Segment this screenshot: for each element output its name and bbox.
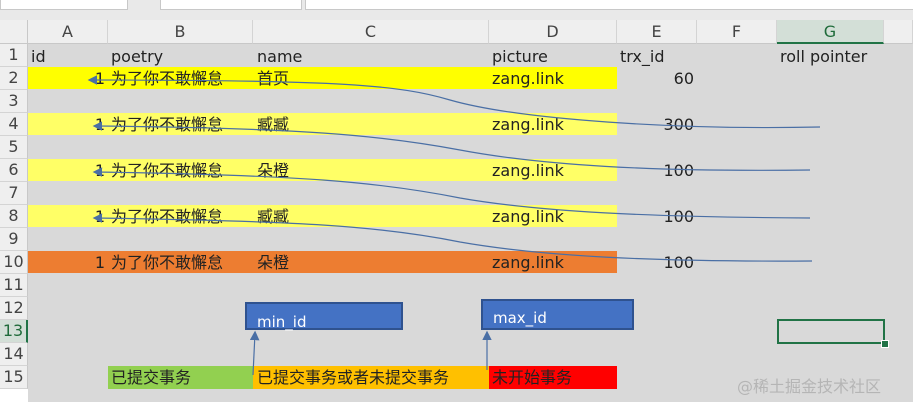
gridline (777, 44, 778, 402)
fill-handle[interactable] (881, 340, 889, 348)
cell-name[interactable]: 朵橙 (257, 161, 290, 180)
legend-committed: 已提交事务 (111, 368, 192, 387)
header-roll-pointer[interactable]: roll pointer (780, 47, 868, 66)
cell-name[interactable]: 臧臧 (257, 207, 290, 226)
cell-trx-id[interactable]: 60 (673, 69, 694, 88)
cell-name[interactable]: 首页 (257, 69, 290, 88)
roll-pointer-arrow-row6 (92, 121, 811, 171)
gridline (884, 44, 885, 402)
cell-picture[interactable]: zang.link (492, 161, 564, 180)
cell-poetry[interactable]: 为了你不敢懈怠 (111, 115, 224, 134)
header-id[interactable]: id (31, 47, 46, 66)
row-fill-8 (28, 205, 617, 227)
gridline (697, 44, 698, 402)
row-header-5[interactable]: 5 (0, 136, 28, 159)
row-fill-10 (28, 251, 617, 273)
cell-trx-id[interactable]: 100 (663, 207, 694, 226)
cell-name[interactable]: 臧臧 (257, 115, 290, 134)
roll-pointer-arrow-row10 (92, 213, 813, 262)
roll-pointer-arrow-row4 (87, 75, 821, 129)
column-header-e[interactable]: E (617, 20, 697, 44)
legend-fill-mixed (253, 366, 489, 389)
row-header-10[interactable]: 10 (0, 251, 28, 274)
cell-picture[interactable]: zang.link (492, 115, 564, 134)
row-header-15[interactable]: 15 (0, 366, 28, 389)
header-name[interactable]: name (257, 47, 303, 66)
row-header-11[interactable]: 11 (0, 274, 28, 297)
row-fill-4 (28, 113, 617, 135)
min-id-box: min_id (245, 302, 403, 331)
row-header-6[interactable]: 6 (0, 159, 28, 182)
cell-name[interactable]: 朵橙 (257, 253, 290, 272)
toolbar-tab-2[interactable] (160, 0, 302, 10)
row-header-2[interactable]: 2 (0, 67, 28, 90)
column-header-d[interactable]: D (489, 20, 617, 44)
min-id-arrow (249, 330, 260, 376)
column-header-g[interactable]: G (777, 20, 884, 44)
column-header-c[interactable]: C (253, 20, 489, 44)
legend-fill-committed (108, 366, 253, 389)
row-header-8[interactable]: 8 (0, 205, 28, 228)
row-header-3[interactable]: 3 (0, 90, 28, 113)
roll-pointer-arrow-row8 (92, 167, 811, 219)
column-header-a[interactable]: A (28, 20, 108, 44)
header-poetry[interactable]: poetry (111, 47, 164, 66)
row-header-13[interactable]: 13 (0, 320, 28, 343)
toolbar-strip (0, 0, 913, 20)
cell-id[interactable]: 1 (94, 253, 105, 272)
toolbar-tab-1[interactable] (0, 0, 128, 10)
row-header-9[interactable]: 9 (0, 228, 28, 251)
row-fill-2 (28, 67, 617, 89)
row-header-12[interactable]: 12 (0, 297, 28, 320)
cell-poetry[interactable]: 为了你不敢懈怠 (111, 69, 224, 88)
cell-id[interactable]: 1 (94, 69, 105, 88)
cell-trx-id[interactable]: 300 (663, 115, 694, 134)
row-fill-6 (28, 159, 617, 181)
row-header-4[interactable]: 4 (0, 113, 28, 136)
cell-picture[interactable]: zang.link (492, 69, 564, 88)
header-trx-id[interactable]: trx_id (620, 47, 665, 66)
row-header-7[interactable]: 7 (0, 182, 28, 205)
legend-mixed: 已提交事务或者未提交事务 (257, 368, 450, 387)
column-header-f[interactable]: F (697, 20, 777, 44)
cell-poetry[interactable]: 为了你不敢懈怠 (111, 253, 224, 272)
cell-poetry[interactable]: 为了你不敢懈怠 (111, 207, 224, 226)
active-cell-g13[interactable] (777, 319, 885, 344)
cell-poetry[interactable]: 为了你不敢懈怠 (111, 161, 224, 180)
select-all-corner[interactable] (0, 20, 28, 44)
row-header-1[interactable]: 1 (0, 44, 28, 67)
header-picture[interactable]: picture (492, 47, 548, 66)
legend-fill-not-started (489, 366, 617, 389)
column-header-b[interactable]: B (108, 20, 253, 44)
cell-trx-id[interactable]: 100 (663, 161, 694, 180)
watermark: @稀土掘金技术社区 (737, 377, 882, 396)
cell-picture[interactable]: zang.link (492, 253, 564, 272)
legend-not-started: 未开始事务 (492, 368, 573, 387)
cell-trx-id[interactable]: 100 (663, 253, 694, 272)
gridline (617, 44, 618, 402)
row-header-14[interactable]: 14 (0, 343, 28, 366)
formula-bar[interactable] (305, 0, 913, 10)
cell-picture[interactable]: zang.link (492, 207, 564, 226)
max-id-box: max_id (481, 299, 634, 330)
